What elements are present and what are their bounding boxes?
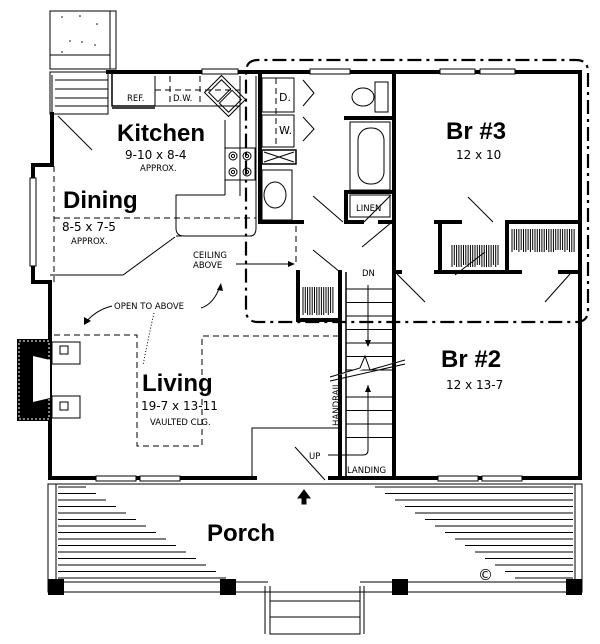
ceiling-above-line2: ABOVE [193, 261, 222, 271]
toilet-icon [352, 82, 388, 112]
br3-dimensions: 12 x 10 [456, 148, 501, 162]
porch-steps [265, 586, 364, 634]
room-dining: Dining 8-5 x 7-5 APPROX. [62, 187, 138, 247]
dining-note: APPROX. [71, 237, 108, 247]
entry-closet [252, 428, 338, 480]
bathtub-icon [350, 122, 390, 190]
dining-dimensions: 8-5 x 7-5 [62, 220, 116, 234]
landing-label: LANDING [347, 466, 386, 476]
room-kitchen: Kitchen 9-10 x 8-4 APPROX. [117, 120, 205, 174]
water-heater-icon [262, 170, 292, 220]
refrigerator-label: REF. [127, 94, 145, 104]
room-porch: Porch [207, 520, 275, 547]
annotation-arrows [84, 261, 295, 365]
rear-stoop [50, 11, 116, 69]
door-swing [58, 116, 92, 150]
kitchen-name: Kitchen [117, 120, 205, 147]
stair-up-label: UP [309, 452, 320, 462]
porch [48, 484, 582, 595]
dryer-label: D. [279, 91, 291, 104]
kitchen-sink-icon [204, 75, 245, 116]
dishwasher-label: D.W. [173, 94, 192, 104]
br2-dimensions: 12 x 13-7 [446, 378, 503, 392]
room-br2: Br #2 12 x 13-7 [441, 346, 503, 392]
dining-name: Dining [63, 187, 138, 214]
br3-name: Br #3 [446, 118, 506, 145]
living-dimensions: 19-7 x 13-11 [141, 399, 218, 413]
washer-label: W. [279, 124, 292, 137]
rear-steps [50, 72, 108, 114]
porch-name: Porch [207, 520, 275, 547]
room-br3: Br #3 12 x 10 [446, 118, 506, 162]
kitchen-note: APPROX. [140, 164, 177, 174]
living-note: VAULTED CLG. [150, 418, 211, 428]
handrail-label: HANDRAIL [332, 382, 342, 426]
living-name: Living [142, 370, 213, 397]
kitchen-dimensions: 9-10 x 8-4 [125, 148, 187, 162]
entry-arrow-icon [298, 490, 310, 504]
ceiling-above-line1: CEILING [193, 251, 227, 261]
open-to-above-label: OPEN TO ABOVE [114, 302, 184, 312]
stair-down-label: DN [362, 269, 375, 279]
room-living: Living 19-7 x 13-11 VAULTED CLG. [141, 370, 218, 428]
copyright-icon: © [478, 566, 493, 584]
fireplace-icon [17, 339, 80, 421]
br2-name: Br #2 [441, 346, 501, 373]
